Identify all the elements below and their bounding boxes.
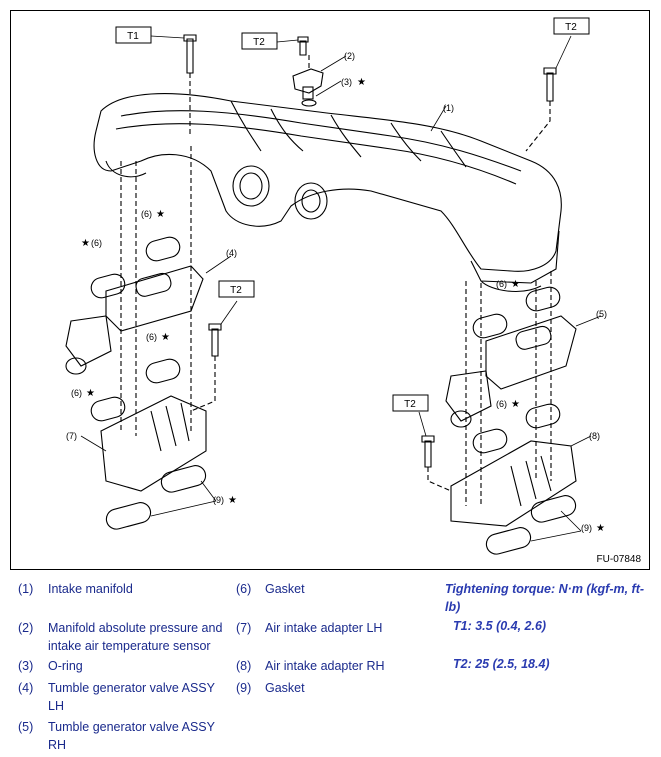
callout-5: (5)	[596, 309, 607, 319]
callout-6: (6)	[141, 209, 152, 219]
torque-tag	[553, 17, 590, 35]
star-mark: ★	[357, 77, 366, 88]
torque-tag-label: T1	[127, 31, 139, 42]
legend-num: (2)	[18, 621, 34, 635]
torque-tag	[218, 280, 255, 298]
callout-6: (6)	[496, 399, 507, 409]
map-sensor-shape	[292, 68, 324, 107]
torque-tag	[115, 26, 152, 44]
callout-3: (3)	[341, 77, 352, 87]
figure-id: FU-07848	[596, 554, 641, 565]
torque-tag	[392, 394, 429, 412]
leader-lines	[80, 35, 602, 542]
intake-manifold-shape	[93, 93, 562, 292]
callout-6: (6)	[146, 332, 157, 342]
legend-label: Air intake adapter RH	[265, 659, 385, 673]
callout-4: (4)	[226, 248, 237, 258]
callout-7: (7)	[66, 431, 77, 441]
callout-labels: (2) (3) ★ (1) (6) ★ ★ (6) (4) (6) ★ (6) …	[66, 51, 607, 534]
gasket-left-shapes	[90, 236, 181, 422]
gasket-9-shapes	[105, 465, 577, 555]
legend-label: Air intake adapter LH	[265, 621, 383, 635]
callout-8: (8)	[589, 431, 600, 441]
legend-label: Manifold absolute pressure and intake ai…	[48, 621, 223, 653]
callout-9: (9)	[213, 495, 224, 505]
diagram-drawing: T1 T2 T2 T2 T2 (2) (3) ★ (1) (6) ★ ★ (6)…	[65, 17, 607, 555]
star-mark: ★	[86, 388, 95, 399]
star-mark: ★	[596, 523, 605, 534]
legend-label: Tumble generator valve ASSY RH	[48, 720, 215, 752]
torque-heading: Tightening torque: N·m (kgf-m, ft-lb)	[445, 582, 645, 614]
legend-num: (1)	[18, 582, 34, 596]
tgv-lh-shape	[65, 265, 204, 375]
tgv-rh-shape	[445, 315, 577, 428]
torque-tag-label: T2	[230, 285, 242, 296]
star-mark: ★	[511, 279, 520, 290]
star-mark: ★	[81, 238, 90, 249]
adapter-lh-shape	[100, 395, 207, 492]
legend-num: (9)	[236, 681, 252, 695]
legend-label: Gasket	[265, 582, 305, 596]
legend-num: (8)	[236, 659, 252, 673]
torque-tags: T1 T2 T2 T2 T2	[115, 17, 590, 412]
torque-tag-label: T2	[404, 399, 416, 410]
alignment-lines	[120, 55, 552, 506]
torque-t1: T1: 3.5 (0.4, 2.6)	[453, 619, 547, 633]
torque-tag	[241, 32, 278, 50]
callout-6: (6)	[71, 388, 82, 398]
adapter-rh-shape	[450, 440, 577, 527]
gasket-right-shapes	[472, 286, 561, 454]
torque-t2: T2: 25 (2.5, 18.4)	[453, 657, 550, 671]
torque-tag-label: T2	[565, 22, 577, 33]
legend-label: O-ring	[48, 659, 83, 673]
legend-num: (3)	[18, 659, 34, 673]
legend-num: (4)	[18, 681, 34, 695]
legend-num: (7)	[236, 621, 252, 635]
legend-num: (5)	[18, 720, 34, 734]
legend-label: Tumble generator valve ASSY LH	[48, 681, 215, 713]
star-mark: ★	[228, 495, 237, 506]
star-mark: ★	[161, 332, 170, 343]
callout-6: (6)	[496, 279, 507, 289]
callout-6: (6)	[91, 238, 102, 248]
exploded-diagram: T1 T2 T2 T2 T2 (2) (3) ★ (1) (6) ★ ★ (6)…	[10, 10, 650, 570]
callout-2: (2)	[344, 51, 355, 61]
legend-num: (6)	[236, 582, 252, 596]
callout-1: (1)	[443, 103, 454, 113]
torque-tag-label: T2	[253, 37, 265, 48]
star-mark: ★	[511, 399, 520, 410]
star-mark: ★	[156, 209, 165, 220]
legend-label: Intake manifold	[48, 582, 133, 596]
callout-9: (9)	[581, 523, 592, 533]
legend-label: Gasket	[265, 681, 305, 695]
